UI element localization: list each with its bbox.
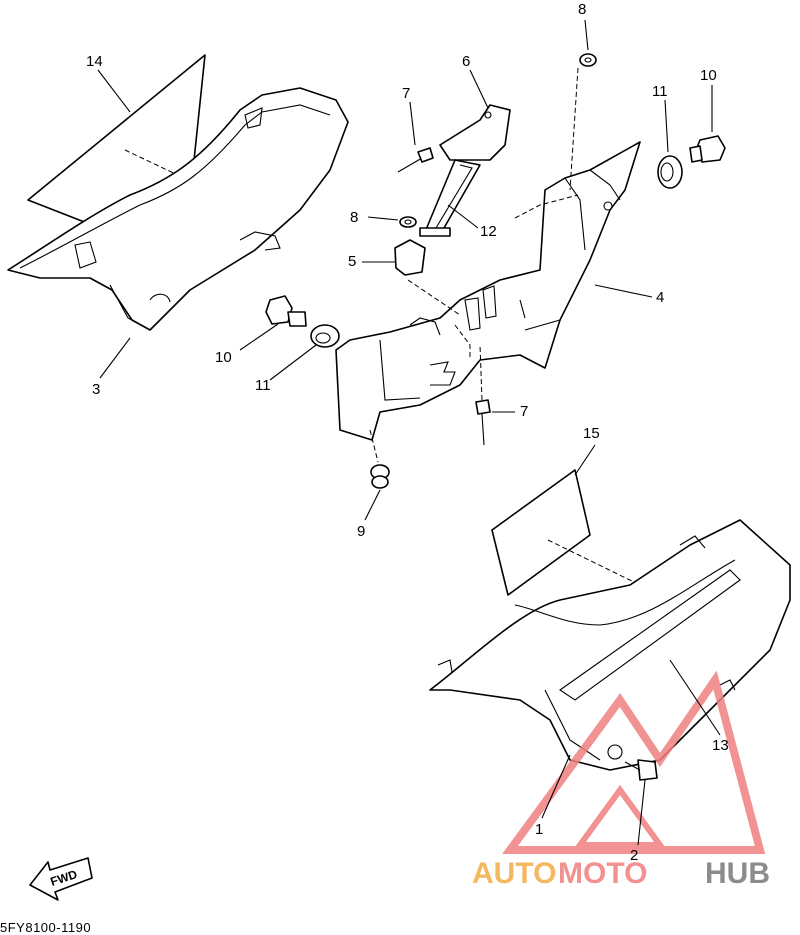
callout-10-left: 10 [215, 349, 232, 366]
grommet-9 [369, 429, 390, 489]
callout-11-left: 11 [255, 377, 271, 394]
watermark-logo-mark [502, 670, 766, 854]
side-cover-right-13 [429, 519, 791, 771]
bracket-6 [439, 104, 511, 161]
callout-6: 6 [462, 53, 470, 70]
watermark-moto: MOTO [558, 857, 647, 890]
rivet-7-lower [475, 344, 491, 446]
callout-12: 12 [480, 223, 497, 240]
callout-labels: 14 3 7 6 8 11 10 8 12 5 4 10 11 7 9 15 1… [86, 1, 729, 864]
bolt-10-left [265, 295, 307, 327]
callout-8-top: 8 [578, 1, 586, 18]
watermark-wordmark: AUTO MOTO HUB [472, 857, 770, 890]
watermark-auto: AUTO [472, 857, 556, 890]
washer-8-lower [399, 216, 417, 228]
callout-7-lower: 7 [520, 403, 528, 420]
callout-1: 1 [535, 821, 543, 838]
grommet-11-left [310, 324, 340, 348]
side-cover-left-3 [7, 87, 349, 331]
clip-5 [394, 239, 461, 316]
callout-2: 2 [630, 847, 638, 864]
rivet-7-upper [397, 147, 434, 173]
callout-8-middle: 8 [350, 209, 358, 226]
screw-2 [624, 759, 658, 781]
bracket-4 [335, 141, 641, 441]
grommet-11-right [657, 155, 683, 189]
callout-13: 13 [712, 737, 729, 754]
callout-15: 15 [583, 425, 600, 442]
watermark-hub: HUB [705, 857, 770, 890]
forward-arrow: FWD [29, 857, 93, 901]
callout-3: 3 [92, 381, 100, 398]
callout-11-right: 11 [652, 83, 668, 100]
label-sheet-15 [491, 469, 641, 596]
diagram-code: 5FY8100-1190 [0, 920, 91, 935]
bolt-10-right [689, 135, 726, 163]
callout-14: 14 [86, 53, 103, 70]
leader-lines [97, 19, 721, 846]
callout-5: 5 [348, 253, 356, 270]
washer-8-upper [569, 53, 597, 191]
callout-10-right: 10 [700, 67, 717, 84]
callout-4: 4 [656, 289, 664, 306]
callout-7-upper: 7 [402, 85, 410, 102]
strap-12 [419, 159, 481, 237]
callout-9: 9 [357, 523, 365, 540]
